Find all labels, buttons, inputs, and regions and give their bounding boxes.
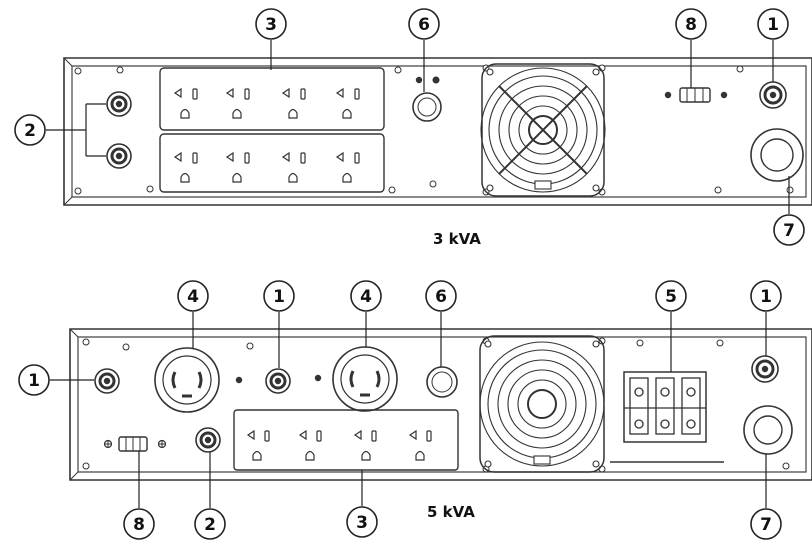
port-3kva — [412, 76, 442, 122]
panel-3kva — [63, 57, 812, 206]
callout-number: 1 — [273, 287, 285, 307]
callout-number: 6 — [418, 15, 430, 35]
callout-number: 5 — [665, 287, 677, 307]
cable-gland-5kva — [743, 405, 793, 455]
callout-5kva-4a: 4 — [177, 280, 209, 312]
callout-5kva-8: 8 — [123, 508, 155, 540]
callout-3kva-2: 2 — [14, 114, 46, 146]
callout-number: 2 — [204, 515, 216, 535]
terminal-block-5kva — [610, 371, 724, 463]
outlet-bank-5kva — [233, 409, 459, 471]
callout-5kva-1a: 1 — [18, 364, 50, 396]
connector-5kva — [103, 436, 167, 452]
callout-number: 1 — [760, 287, 772, 307]
callout-number: 7 — [760, 515, 772, 535]
breaker-5kva-right — [751, 355, 779, 383]
screw-5kva-b — [314, 374, 322, 382]
outlet-row-bottom — [173, 151, 360, 183]
cable-gland-3kva — [750, 128, 804, 182]
callout-3kva-7: 7 — [773, 214, 805, 246]
callout-3kva-8: 8 — [675, 8, 707, 40]
callout-number: 1 — [767, 15, 779, 35]
breaker-3kva-b — [106, 143, 132, 169]
callout-5kva-1b: 1 — [263, 280, 295, 312]
callout-number: 8 — [133, 515, 145, 535]
model-label-5kva: 5 kVA — [427, 503, 475, 521]
callout-5kva-6: 6 — [425, 280, 457, 312]
fan-3kva — [480, 63, 606, 197]
chassis-3kva — [63, 57, 812, 206]
callout-number: 2 — [24, 121, 36, 141]
twist-lock-5kva-right — [332, 346, 398, 412]
breaker-5kva-bottom — [195, 427, 221, 453]
callout-3kva-3: 3 — [255, 8, 287, 40]
breaker-3kva-input — [759, 81, 787, 109]
callout-5kva-4b: 4 — [350, 280, 382, 312]
callout-number: 4 — [360, 287, 372, 307]
screw-5kva-a — [235, 376, 243, 384]
callout-5kva-3: 3 — [346, 506, 378, 538]
callout-number: 8 — [685, 15, 697, 35]
callout-5kva-5: 5 — [655, 280, 687, 312]
port-5kva — [426, 366, 458, 398]
twist-lock-5kva-left — [154, 347, 220, 413]
callouts-5kva: 1 4 1 4 6 5 1 8 2 3 7 — [18, 280, 782, 540]
callout-number: 6 — [435, 287, 447, 307]
callout-3kva-6: 6 — [408, 8, 440, 40]
chassis-5kva-inner — [77, 336, 807, 473]
model-label-3kva: 3 kVA — [433, 230, 481, 248]
callout-5kva-7: 7 — [750, 508, 782, 540]
callout-5kva-1c: 1 — [750, 280, 782, 312]
callout-number: 3 — [356, 513, 368, 533]
outlet-bank-3kva — [159, 67, 385, 193]
callout-3kva-1: 1 — [757, 8, 789, 40]
chassis-3kva-inner — [71, 65, 807, 198]
breaker-3kva-a — [106, 91, 132, 117]
panel-5kva — [69, 328, 812, 481]
breaker-5kva-mid — [265, 368, 291, 394]
callout-number: 7 — [783, 221, 795, 241]
callout-number: 1 — [28, 371, 40, 391]
leaders-3kva — [46, 40, 790, 214]
connector-3kva — [664, 87, 728, 103]
callout-number: 3 — [265, 15, 277, 35]
callouts-3kva: 3 6 8 1 2 7 — [14, 8, 805, 246]
callout-number: 4 — [187, 287, 199, 307]
breaker-5kva-left — [94, 368, 120, 394]
callout-5kva-2: 2 — [194, 508, 226, 540]
fan-5kva — [479, 335, 605, 473]
leaders-5kva — [50, 312, 767, 508]
outlet-row-top — [173, 87, 360, 119]
